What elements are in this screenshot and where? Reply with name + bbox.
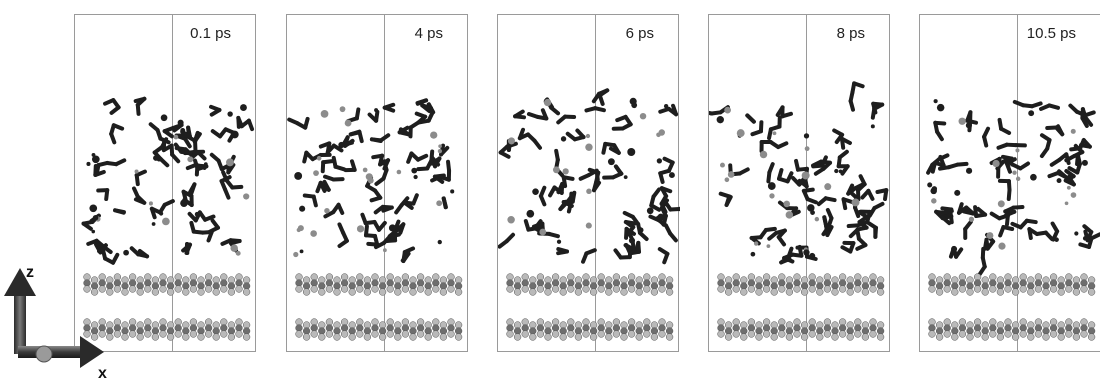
electrolyte-molecules — [84, 99, 252, 263]
electrode-slab — [507, 274, 673, 341]
molecular-snapshot — [920, 15, 1100, 353]
snapshot-panel: 4 ps — [286, 14, 468, 352]
electrolyte-molecules — [709, 83, 886, 262]
electrolyte-molecules — [500, 90, 680, 262]
snapshot-panel: 8 ps — [708, 14, 890, 352]
electrode-slab — [929, 274, 1095, 341]
time-label: 10.5 ps — [1027, 25, 1076, 42]
molecular-snapshot — [287, 15, 469, 353]
axis-triad: z x — [0, 262, 120, 387]
electrode-slab — [296, 274, 462, 341]
z-axis-shaft — [14, 292, 26, 354]
time-label: 0.1 ps — [190, 25, 231, 42]
molecular-snapshot — [709, 15, 891, 353]
x-axis-label: x — [98, 365, 107, 383]
snapshot-panel: 6 ps — [497, 14, 679, 352]
time-label: 8 ps — [837, 25, 865, 42]
x-axis-arrowhead — [80, 336, 104, 368]
z-axis-label: z — [26, 264, 34, 282]
electrolyte-molecules — [927, 99, 1099, 274]
electrolyte-molecules — [289, 100, 454, 261]
y-axis-origin-ball — [36, 346, 52, 362]
electrode-slab — [718, 274, 884, 341]
time-label: 6 ps — [626, 25, 654, 42]
snapshot-panel: 10.5 ps — [919, 14, 1100, 352]
molecular-snapshot — [498, 15, 680, 353]
time-label: 4 ps — [415, 25, 443, 42]
